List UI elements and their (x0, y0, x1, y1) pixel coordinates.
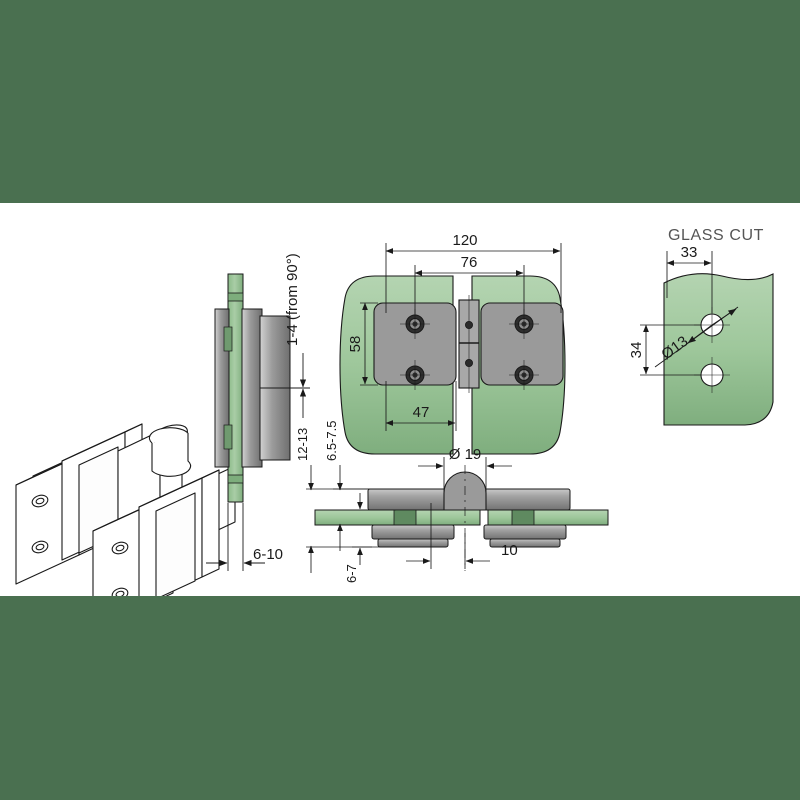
isometric-view (15, 423, 236, 596)
dim-label-plate-height: 58 (347, 336, 364, 353)
section-view: 12-13 6.5-7.5 6-7 (295, 421, 609, 583)
top-letterbox-band (0, 0, 800, 203)
dim-label-plate-width: 47 (413, 404, 430, 421)
dim-label-glass-thickness: 6-10 (253, 546, 283, 563)
dim-label-adjustment-angle: 1-4 (from 90°) (284, 253, 301, 346)
dim-label-knuckle-offset: 10 (501, 542, 518, 559)
dim-label-total-stack: 12-13 (295, 428, 310, 461)
bottom-letterbox-band (0, 596, 800, 800)
dim-label-knuckle-diameter: Ø 19 (449, 446, 482, 463)
plan-view: 120 76 58 47 (339, 232, 566, 455)
dim-label-overall-width: 120 (452, 232, 477, 249)
glass-cut-title: GLASS CUT (668, 227, 764, 244)
side-elevation-view: 6-10 1-4 (from 90°) (206, 253, 310, 571)
technical-drawing-canvas: 6-10 1-4 (from 90°) (0, 203, 800, 596)
glass-cut-view: GLASS CUT 33 34 (628, 227, 774, 426)
dim-label-lower-stack: 6-7 (344, 564, 359, 583)
dim-label-plate-span: 76 (461, 254, 478, 271)
dim-label-hole-spacing-y: 34 (628, 342, 645, 359)
dim-label-upper-stack: 6.5-7.5 (324, 421, 339, 461)
dim-label-hole-offset-x: 33 (681, 244, 698, 261)
